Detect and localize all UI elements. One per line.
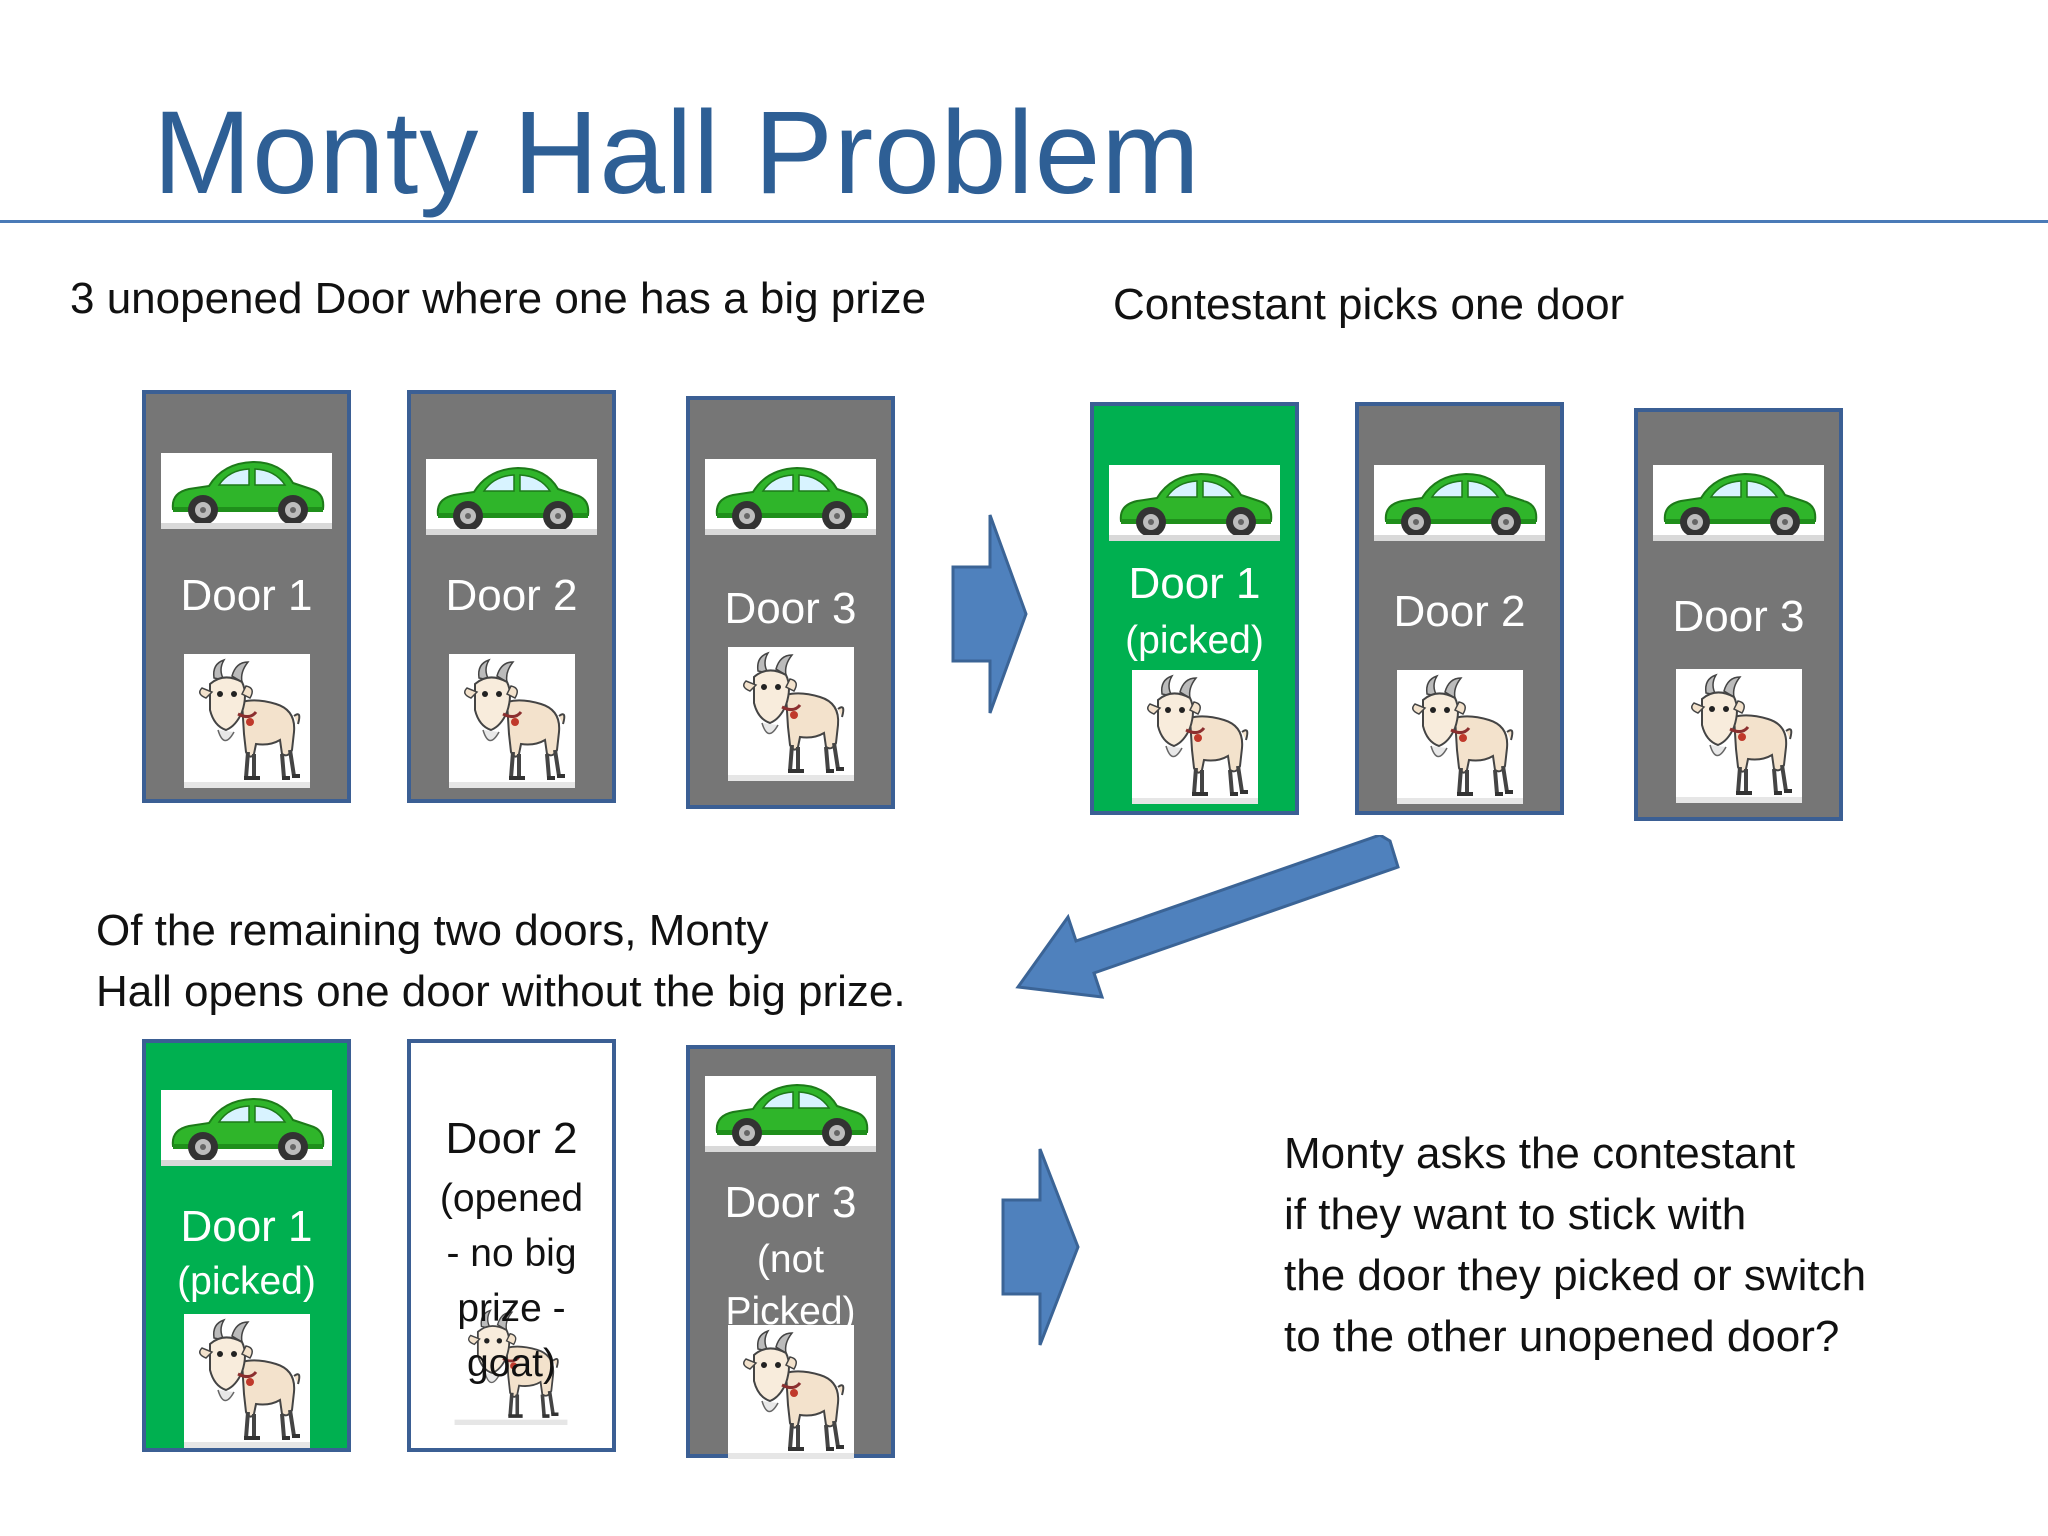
car-icon	[1109, 465, 1280, 541]
door-label: Door 2	[445, 571, 578, 620]
caption-step4-line2: if they want to stick with	[1284, 1190, 1747, 1239]
goat-icon	[728, 647, 854, 781]
door-label: Door 2	[1393, 587, 1526, 636]
down-left-arrow-icon	[1015, 835, 1400, 999]
car-icon	[705, 1076, 876, 1152]
car-icon	[426, 459, 597, 535]
car-icon	[705, 459, 876, 535]
door-label: Door 3	[724, 1178, 857, 1227]
door-label: Door 1	[1128, 559, 1261, 608]
door-label: Door 2	[445, 1114, 578, 1163]
group1-door3: Door 3	[686, 396, 895, 809]
title-divider	[0, 220, 2048, 223]
door-sublabel: (picked)	[1125, 619, 1264, 662]
group3-door1-picked: Door 1 (picked)	[142, 1039, 351, 1452]
group2-door1-picked: Door 1 (picked)	[1090, 402, 1299, 815]
goat-icon	[184, 1314, 310, 1448]
car-icon	[161, 1090, 332, 1166]
goat-icon	[728, 1325, 854, 1459]
right-arrow-icon	[951, 514, 1028, 714]
caption-step4-line3: the door they picked or switch	[1284, 1251, 1867, 1300]
goat-icon	[1132, 670, 1258, 804]
door-label: Door 3	[724, 584, 857, 633]
group2-door2: Door 2	[1355, 402, 1564, 815]
goat-icon	[1676, 669, 1802, 803]
group2-door3: Door 3	[1634, 408, 1843, 821]
door-sublabel: (picked)	[177, 1260, 316, 1303]
caption-step3-line2: Hall opens one door without the big priz…	[96, 967, 906, 1016]
door-sublabel-line2: Picked)	[725, 1290, 856, 1326]
caption-step4-line1: Monty asks the contestant	[1284, 1129, 1796, 1178]
car-icon	[161, 453, 332, 529]
caption-step2: Contestant picks one door	[1113, 280, 1625, 329]
door-sublabel-line3: prize -	[457, 1287, 566, 1330]
car-icon	[1374, 465, 1545, 541]
door-label: Door 3	[1672, 592, 1805, 641]
car-icon	[1653, 465, 1824, 541]
door-sublabel-line1: (opened	[439, 1177, 584, 1220]
right-arrow-icon	[1001, 1148, 1080, 1346]
page-title: Monty Hall Problem	[153, 87, 1201, 219]
goat-icon	[184, 654, 310, 788]
caption-step3-line1: Of the remaining two doors, Monty	[96, 906, 769, 955]
door-label: Door 1	[180, 1202, 313, 1251]
group3-door2-opened: Door 2 (opened - no big prize - goat)	[407, 1039, 616, 1452]
caption-step3: Of the remaining two doors, Monty Hall o…	[96, 900, 906, 1022]
door-sublabel-line1: (not	[756, 1238, 825, 1281]
caption-step4-line4: to the other unopened door?	[1284, 1312, 1840, 1361]
caption-step1: 3 unopened Door where one has a big priz…	[70, 274, 927, 323]
group1-door2: Door 2	[407, 390, 616, 803]
group1-door1: Door 1	[142, 390, 351, 803]
door-label: Door 1	[180, 571, 313, 620]
door-sublabel-line2: - no big	[446, 1232, 577, 1275]
goat-icon	[1397, 670, 1523, 804]
door-sublabel-line4: goat)	[467, 1342, 556, 1385]
caption-step4: Monty asks the contestant if they want t…	[1284, 1123, 1866, 1367]
group3-door3: Door 3 (not Picked)	[686, 1045, 895, 1459]
goat-icon	[449, 654, 575, 788]
